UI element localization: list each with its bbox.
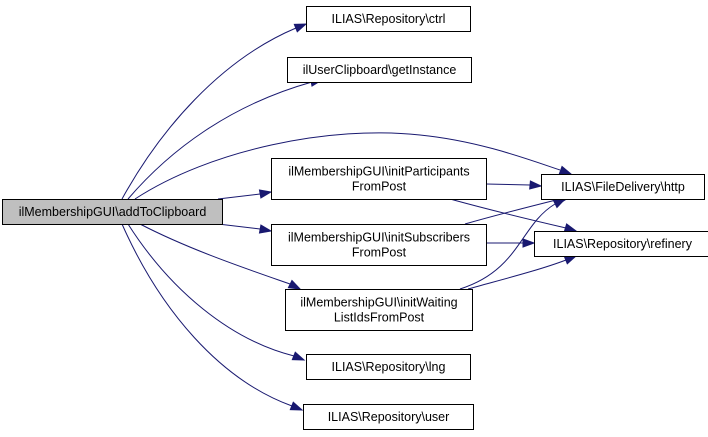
edge-initWaiting-to-http bbox=[459, 198, 567, 290]
node-label: ILIAS\Repository\refinery bbox=[553, 237, 693, 251]
node-box bbox=[287, 57, 472, 83]
arrowhead-icon bbox=[293, 23, 308, 33]
node-label: ilMembershipGUI\initSubscribers bbox=[288, 231, 470, 245]
node-box bbox=[541, 174, 705, 200]
arrowhead-icon bbox=[522, 238, 536, 248]
arrowhead-icon bbox=[558, 165, 573, 175]
arrowhead-icon bbox=[529, 180, 543, 190]
node-user[interactable]: ILIAS\Repository\user bbox=[303, 404, 474, 430]
node-getInstance[interactable]: ilUserClipboard\getInstance bbox=[287, 57, 472, 83]
node-initWaiting[interactable]: ilMembershipGUI\initWaitingListIdsFromPo… bbox=[285, 289, 473, 331]
node-root[interactable]: ilMembershipGUI\addToClipboard bbox=[2, 199, 223, 225]
edge-line bbox=[127, 223, 295, 357]
arrowhead-icon bbox=[552, 198, 567, 209]
node-label: ilMembershipGUI\initParticipants bbox=[288, 165, 469, 179]
edge-initParticipants-to-http bbox=[485, 180, 543, 190]
node-label: ILIAS\FileDelivery\http bbox=[561, 180, 685, 194]
node-ctrl[interactable]: ILIAS\Repository\ctrl bbox=[306, 6, 471, 32]
node-label: ILIAS\Repository\ctrl bbox=[332, 12, 446, 26]
edge-line bbox=[134, 132, 561, 200]
edge-line bbox=[449, 198, 567, 229]
node-box bbox=[534, 231, 708, 257]
edge-root-to-lng bbox=[127, 223, 306, 361]
edge-line bbox=[459, 203, 556, 290]
node-box bbox=[271, 224, 487, 266]
edge-line bbox=[217, 193, 261, 200]
node-label: ListIdsFromPost bbox=[334, 311, 425, 325]
edge-line bbox=[485, 183, 531, 186]
node-box bbox=[271, 158, 487, 200]
node-label: ilUserClipboard\getInstance bbox=[303, 63, 457, 77]
node-lng[interactable]: ILIAS\Repository\lng bbox=[306, 354, 471, 380]
node-box bbox=[285, 289, 473, 331]
arrowhead-icon bbox=[258, 189, 273, 199]
edge-root-to-initParticipants bbox=[217, 189, 273, 200]
edge-line bbox=[467, 259, 567, 290]
node-label: ilMembershipGUI\addToClipboard bbox=[19, 205, 207, 219]
edge-initSubscribers-to-refinery bbox=[486, 238, 536, 248]
node-label: ILIAS\Repository\user bbox=[328, 410, 450, 424]
node-label: FromPost bbox=[352, 180, 407, 194]
edge-line bbox=[464, 198, 561, 225]
node-label: FromPost bbox=[352, 246, 407, 260]
node-box bbox=[306, 6, 471, 32]
edge-line bbox=[217, 223, 261, 230]
arrowhead-icon bbox=[563, 255, 578, 265]
node-label: ilMembershipGUI\initWaiting bbox=[300, 296, 457, 310]
node-box bbox=[303, 404, 474, 430]
arrowhead-icon bbox=[289, 401, 304, 411]
node-refinery[interactable]: ILIAS\Repository\refinery bbox=[534, 231, 708, 257]
node-label: ILIAS\Repository\lng bbox=[332, 360, 446, 374]
arrowhead-icon bbox=[258, 224, 273, 234]
edge-root-to-initWaiting bbox=[139, 223, 302, 290]
node-box bbox=[306, 354, 471, 380]
nodes-layer: ilMembershipGUI\addToClipboardILIAS\Repo… bbox=[2, 6, 708, 430]
edge-line bbox=[139, 223, 291, 285]
edge-root-to-user bbox=[121, 223, 304, 411]
node-http[interactable]: ILIAS\FileDelivery\http bbox=[541, 174, 705, 200]
node-box bbox=[2, 199, 223, 225]
edge-line bbox=[121, 27, 297, 200]
edge-root-to-ctrl bbox=[121, 23, 308, 200]
edge-line bbox=[127, 81, 313, 200]
edge-line bbox=[121, 223, 293, 407]
arrowhead-icon bbox=[287, 279, 302, 290]
arrowhead-icon bbox=[291, 351, 306, 361]
arrowhead-icon bbox=[563, 223, 578, 233]
edge-root-to-initSubscribers bbox=[217, 223, 273, 234]
